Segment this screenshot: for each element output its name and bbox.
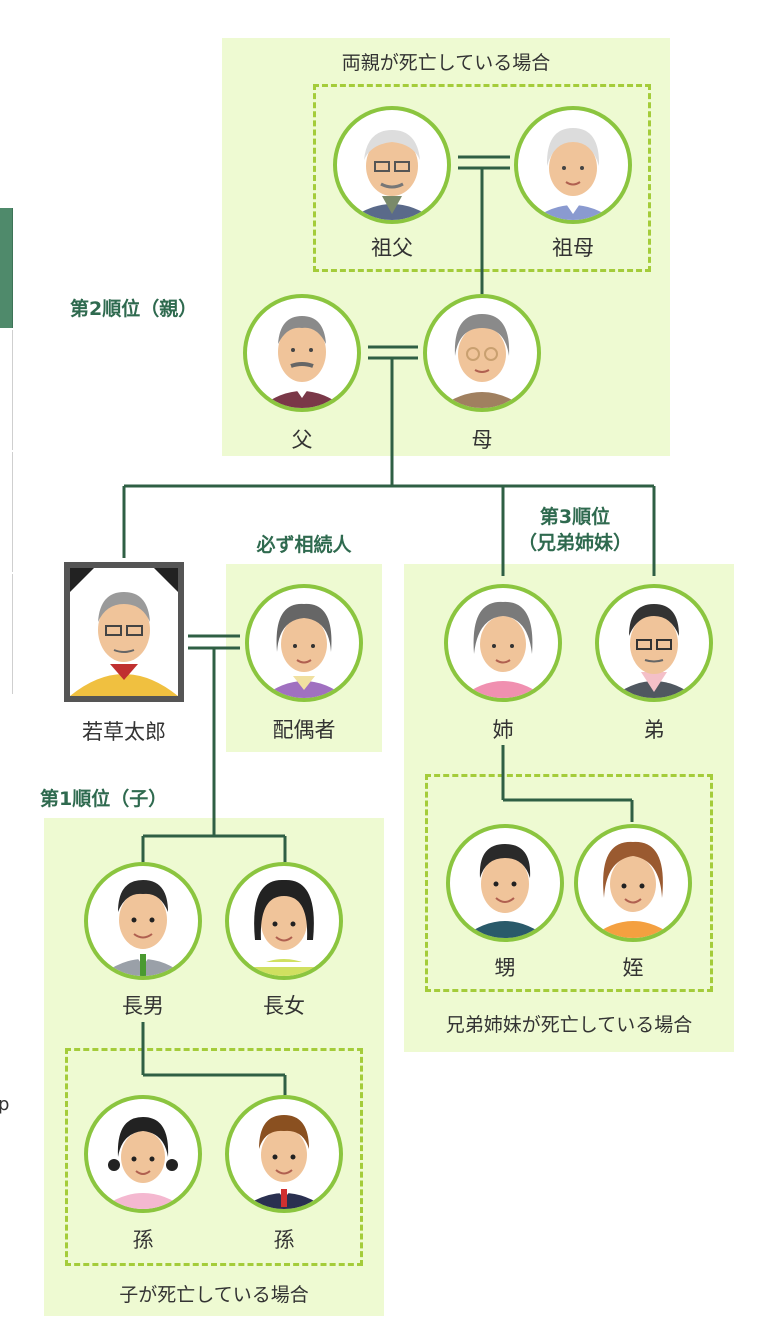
left-table-row (0, 330, 13, 450)
mother-portrait (423, 294, 541, 412)
always-heir-label: 必ず相続人 (256, 534, 352, 556)
elder-sister-name: 姉 (492, 718, 514, 742)
parents-dead-caption: 両親が死亡している場合 (341, 52, 551, 74)
stray-text: p (0, 1094, 10, 1115)
niece-name: 姪 (622, 956, 644, 980)
nephew-portrait (446, 824, 564, 942)
rank3-label-line2: （兄弟姉妹） (517, 532, 632, 554)
elder-sister-portrait (444, 584, 562, 702)
left-table-header (0, 208, 13, 328)
rank1-label: 第1順位（子） (40, 788, 168, 810)
grandchild-1-portrait (84, 1095, 202, 1213)
left-table-row (0, 452, 13, 572)
grandchild-2-portrait (225, 1095, 343, 1213)
deceased-portrait (64, 562, 184, 702)
siblings-dead-caption: 兄弟姉妹が死亡している場合 (445, 1014, 693, 1036)
deceased-name: 若草太郎 (82, 720, 166, 744)
eldest-son-portrait (84, 862, 202, 980)
nephew-niece-group (425, 774, 713, 992)
eldest-son-name: 長男 (122, 994, 164, 1018)
children-dead-caption: 子が死亡している場合 (119, 1284, 309, 1306)
nephew-name: 甥 (494, 956, 516, 980)
grandchild-2-name: 孫 (273, 1228, 295, 1252)
younger-brother-name: 弟 (643, 718, 665, 742)
grandmother-name: 祖母 (552, 236, 594, 260)
grandmother-portrait (514, 106, 632, 224)
father-portrait (243, 294, 361, 412)
left-table-row (0, 574, 13, 694)
grandfather-portrait (333, 106, 451, 224)
rank2-label: 第2順位（親） (70, 298, 198, 320)
niece-portrait (574, 824, 692, 942)
father-name: 父 (291, 428, 313, 452)
mother-name: 母 (471, 428, 493, 452)
eldest-daughter-portrait (225, 862, 343, 980)
grandchildren-group (65, 1048, 363, 1266)
spouse-name: 配偶者 (272, 718, 336, 742)
younger-brother-portrait (595, 584, 713, 702)
eldest-daughter-name: 長女 (263, 994, 305, 1018)
grandchild-1-name: 孫 (132, 1228, 154, 1252)
rank3-label-line1: 第3順位 (539, 506, 611, 528)
grandfather-name: 祖父 (371, 236, 413, 260)
spouse-portrait (245, 584, 363, 702)
